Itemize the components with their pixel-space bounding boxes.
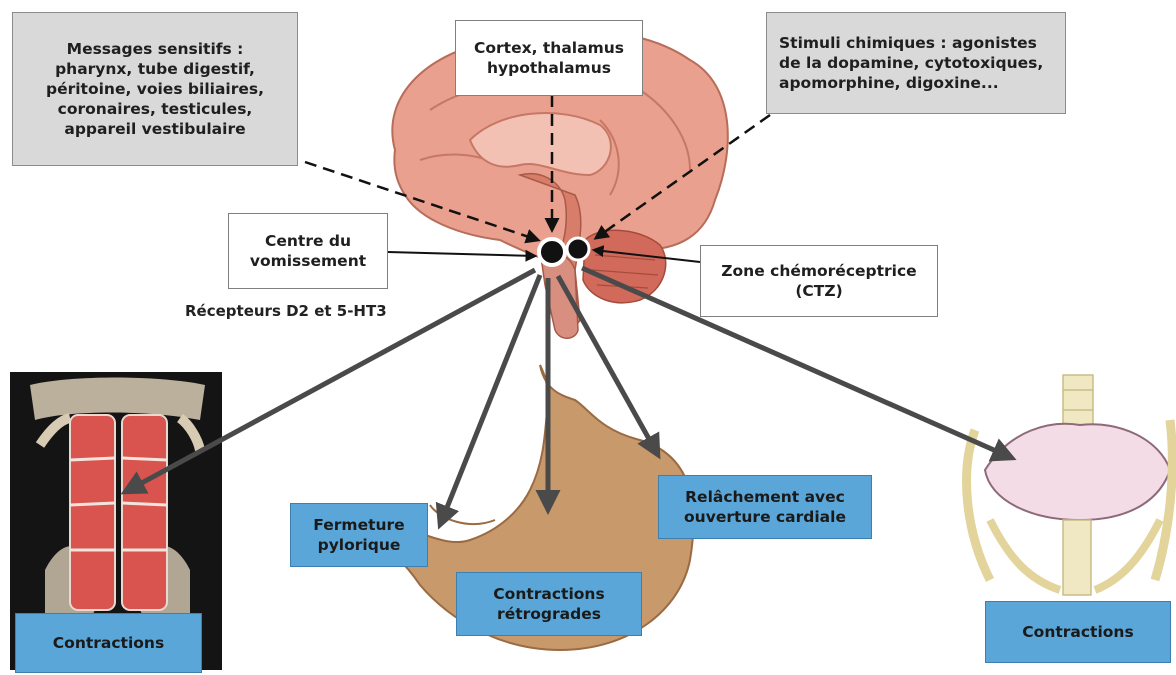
chemical-stimuli-box: Stimuli chimiques : agonistes de la dopa…	[766, 12, 1066, 114]
sensory-messages-box: Messages sensitifs : pharynx, tube diges…	[12, 12, 298, 166]
receptors-label: Récepteurs D2 et 5-HT3	[185, 302, 387, 320]
diaphragm-illustration	[967, 375, 1173, 595]
cardia-relaxation-box: Relâchement avec ouverture cardiale	[658, 475, 872, 539]
vomiting-center-box: Centre du vomissement	[228, 213, 388, 289]
diaphragm-contractions-box: Contractions	[985, 601, 1171, 663]
retrograde-contractions-box: Contractions rétrogrades	[456, 572, 642, 636]
arrow-centre-label	[388, 252, 535, 256]
cortex-box: Cortex, thalamus hypothalamus	[455, 20, 643, 96]
vomiting-center-dot	[539, 239, 565, 265]
ctz-dot	[567, 238, 589, 260]
ctz-box: Zone chémoréceptrice (CTZ)	[700, 245, 938, 317]
abdominal-contractions-box: Contractions	[15, 613, 202, 673]
pyloric-closure-box: Fermeture pylorique	[290, 503, 428, 567]
